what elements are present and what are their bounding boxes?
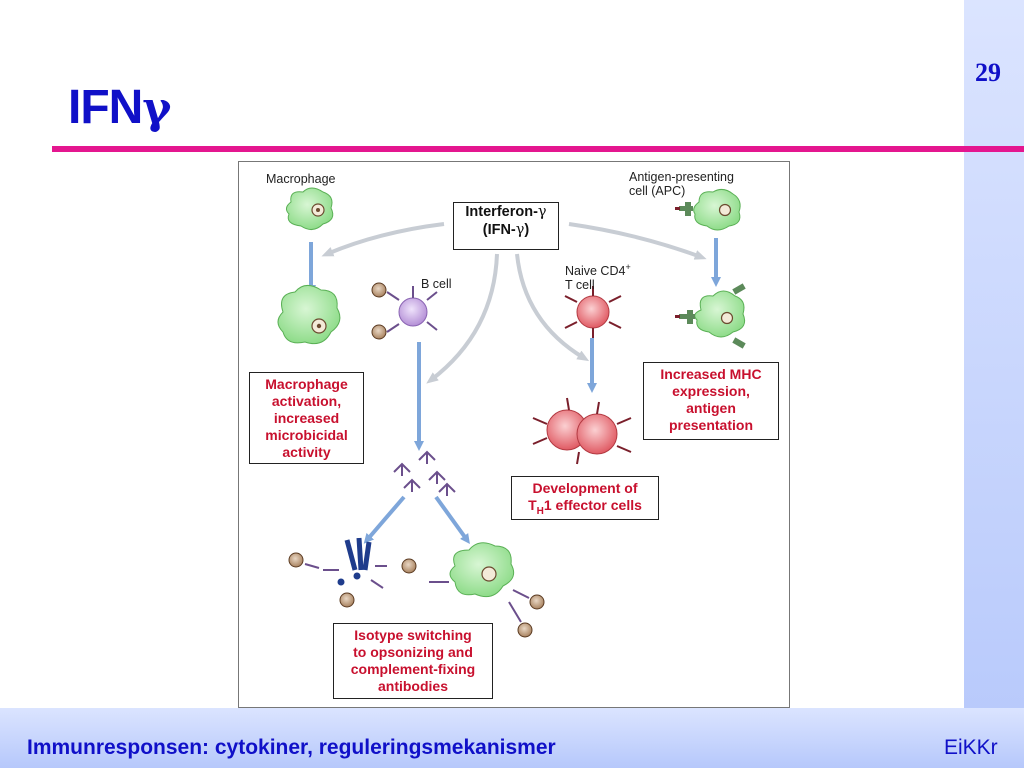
secreted-antibodies: [393, 450, 456, 496]
macrophage-activated-cell: [277, 285, 341, 345]
ifn-to-macrophage-arrow: [321, 222, 445, 257]
macrophage-activation-box: Macrophage activation, increased microbi…: [249, 372, 364, 464]
ifn-to-bcell-arrow: [426, 253, 499, 384]
opsonized-macrophage: [401, 542, 545, 638]
ifn-to-tcell-arrow: [515, 253, 590, 362]
th1-development-box: Development of TH1 effector cells: [511, 476, 659, 520]
isotype-switching-box: Isotype switching to opsonizing and comp…: [333, 623, 493, 699]
footer-author: EiKKr: [944, 736, 998, 759]
label-naive-t-cell: Naive CD4+ T cell: [565, 262, 631, 293]
figure-graphics: [277, 187, 746, 638]
apc-resting-cell: [675, 188, 741, 231]
mhc-expression-box: Increased MHC expression, antigen presen…: [643, 362, 779, 440]
label-macrophage: Macrophage: [266, 172, 336, 186]
th1-effector-cells: [532, 397, 632, 465]
label-apc: Antigen-presenting cell (APC): [629, 170, 734, 198]
apc-activated-cell: [675, 283, 746, 349]
antibody-to-opsonization-arrow: [434, 495, 470, 545]
ifn-to-apc-arrow: [568, 222, 707, 260]
label-b-cell: B cell: [421, 277, 452, 291]
macrophage-resting-cell: [285, 187, 334, 230]
ifn-gamma-figure: Macrophage Antigen-presenting cell (APC)…: [238, 161, 790, 708]
naive-t-cell: [564, 286, 622, 338]
antibody-to-complement-arrow: [363, 495, 406, 544]
complement-fixing-complex: [288, 537, 387, 608]
ifn-gamma-center-box: Interferon-γ (IFN-γ): [453, 202, 559, 250]
slide-title: IFNγ: [68, 81, 171, 134]
title-divider: [52, 146, 1024, 152]
right-decor-band: [964, 0, 1024, 768]
footer-band: [0, 708, 1024, 768]
slide-number: 29: [975, 58, 1001, 87]
b-cell: [371, 282, 438, 340]
footer-title: Immunresponsen: cytokiner, reguleringsme…: [27, 736, 556, 759]
